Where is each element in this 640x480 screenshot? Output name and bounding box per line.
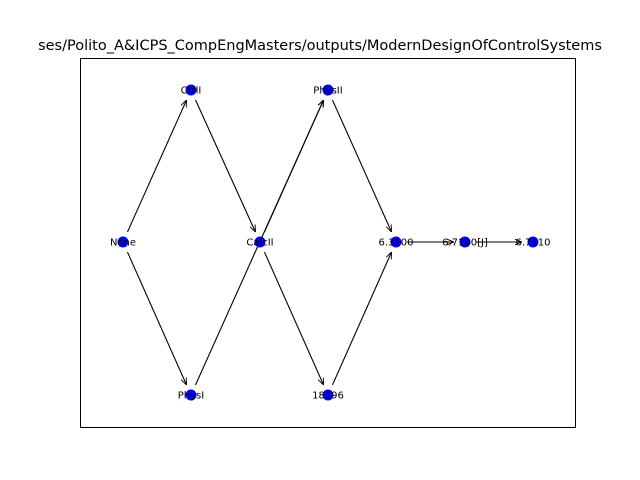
node-label-n63100: 6.3100 — [379, 238, 414, 249]
node-label-n67110: 6.7110 — [516, 238, 551, 249]
edge-none-to-ctrl — [126, 100, 188, 233]
node-calc2 — [254, 236, 266, 248]
edge-n18196-to-n63100 — [331, 252, 393, 386]
node-label-phys2: PhysII — [313, 86, 342, 97]
plot-frame — [80, 58, 576, 428]
figure-title: ses/Polito_A&ICPS_CompEngMasters/outputs… — [38, 38, 602, 54]
edge-none-to-phys1 — [126, 251, 188, 385]
node-ctrl — [185, 84, 197, 96]
nodes-layer — [117, 84, 539, 401]
node-n67110 — [527, 236, 539, 248]
edge-ctrl-to-calc2 — [195, 99, 256, 232]
node-phys1 — [185, 389, 197, 401]
edge-calc2-to-n18196 — [263, 251, 325, 385]
edge-calc2-to-phys2 — [263, 100, 325, 233]
node-n67100 — [459, 236, 471, 248]
edge-phys2-to-n63100 — [331, 99, 393, 232]
labels-layer: None CtrlI PhysI CalcII PhysII 18196 6.3100 6.7… — [110, 86, 551, 402]
edges-layer — [126, 99, 522, 386]
node-label-n18196: 18196 — [312, 391, 344, 402]
node-n18196 — [322, 389, 334, 401]
node-none — [117, 236, 129, 248]
node-label-none: None — [110, 238, 136, 249]
node-label-calc2: CalcII — [246, 238, 273, 249]
node-n63100 — [390, 236, 402, 248]
node-label-ctrl: CtrlI — [181, 86, 202, 97]
node-label-n67100: 6.7100[J] — [442, 238, 488, 249]
node-label-phys1: PhysI — [178, 391, 204, 402]
node-phys2 — [322, 84, 334, 96]
